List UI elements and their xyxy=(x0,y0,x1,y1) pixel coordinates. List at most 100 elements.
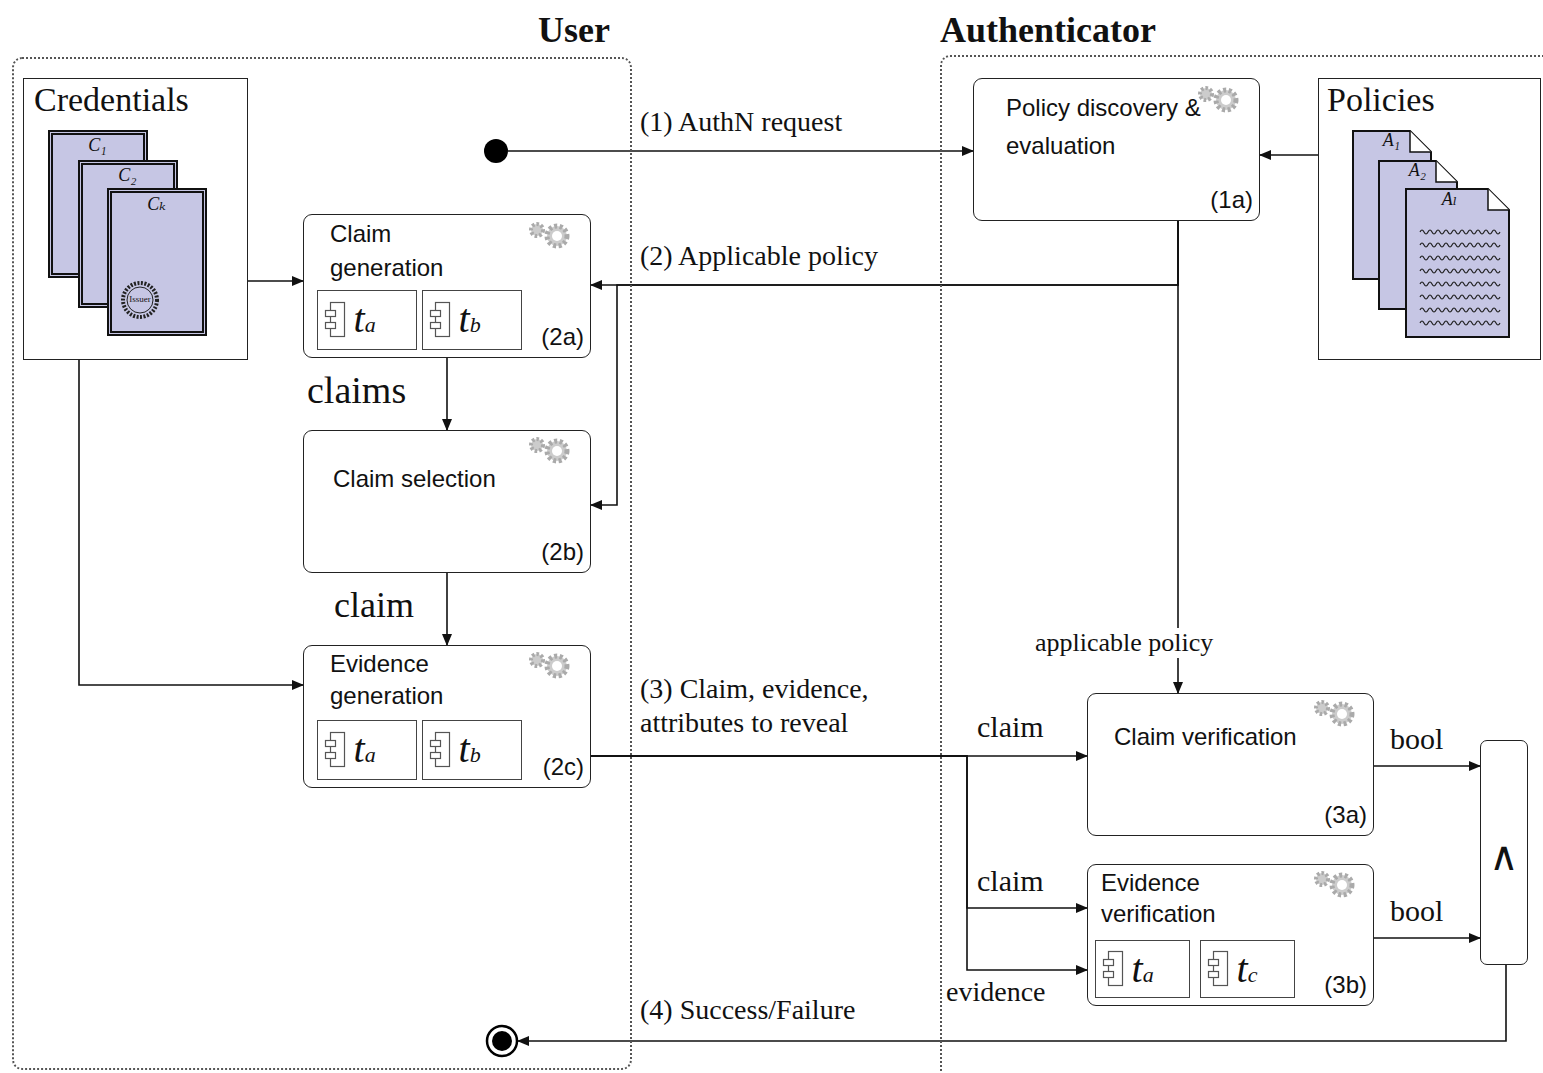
document-outline xyxy=(1406,189,1509,337)
node-label: Authenticator xyxy=(940,9,1156,51)
gear-hub xyxy=(1221,95,1231,105)
gear-small xyxy=(1316,873,1328,885)
component-box: ta xyxy=(317,720,417,780)
node-label: Policies xyxy=(1327,81,1435,119)
node-label: A₂ xyxy=(1378,160,1458,181)
edge-label: claim xyxy=(334,584,414,626)
node-label: Aₗ xyxy=(1405,188,1495,210)
component-port xyxy=(431,311,441,317)
document-line xyxy=(1420,243,1500,247)
node-label: User xyxy=(538,9,610,51)
gear-hub xyxy=(552,446,562,456)
node-label: A₁ xyxy=(1352,130,1432,151)
component-body xyxy=(1109,952,1123,986)
component-port xyxy=(326,741,336,747)
gear-large xyxy=(547,441,567,461)
node-label: Claim generation xyxy=(330,217,505,284)
node-label: C₂ xyxy=(83,165,173,186)
connector-arrow xyxy=(591,756,1087,970)
connector-arrow xyxy=(508,150,973,152)
component-body xyxy=(1214,952,1228,986)
component-port xyxy=(431,323,441,329)
connector-arrow xyxy=(1177,221,1179,693)
edge-label: applicable policy xyxy=(1032,628,1216,658)
node-label: Evidence generation xyxy=(330,648,530,713)
edge-label: claim xyxy=(977,864,1044,898)
issuer-seal xyxy=(123,283,157,317)
document-line xyxy=(1420,321,1500,325)
edge-label: claims xyxy=(307,368,406,412)
node-label: Claim selection xyxy=(333,459,498,500)
connector-arrow xyxy=(1374,937,1480,939)
flow-label: claim xyxy=(977,710,1044,744)
component-port xyxy=(326,323,336,329)
seal-text: Issuer xyxy=(120,294,160,304)
authenticator-region: AuthenticatorPolicy discovery & evaluati… xyxy=(940,55,1543,1073)
edge-label: (4) Success/Failure xyxy=(640,994,855,1026)
gear-large xyxy=(547,656,567,676)
component-port xyxy=(326,753,336,759)
credential-card: Cₖ xyxy=(107,188,207,336)
step-number: (2c) xyxy=(543,753,584,781)
node-label: Cₖ xyxy=(112,193,202,215)
connector-arrow xyxy=(591,221,1178,505)
process-box: Evidence verification(3b)tatc xyxy=(1087,864,1374,1006)
component-body xyxy=(436,733,450,767)
component-body xyxy=(436,303,450,337)
component-icon xyxy=(1209,952,1228,986)
process-box: Claim selection (2b) xyxy=(303,430,591,573)
gear-small xyxy=(1316,702,1328,714)
process-box: Policy discovery & evaluation(1a) xyxy=(973,78,1260,221)
document-line xyxy=(1420,256,1500,260)
component-box: tb xyxy=(422,290,522,350)
node-label: Policy discovery & evaluation xyxy=(1006,89,1234,166)
gear-hub xyxy=(1337,709,1347,719)
process-box: Claim verification(3a) xyxy=(1087,693,1374,836)
gear-small xyxy=(1200,88,1212,100)
document-line xyxy=(1420,308,1500,312)
gear-icon xyxy=(531,439,567,461)
gear-icon xyxy=(1316,873,1352,895)
policy-document: Aₗ xyxy=(1405,188,1510,338)
document-lines xyxy=(1420,230,1500,325)
gear-hub xyxy=(552,661,562,671)
step-number: (2b) xyxy=(541,538,584,566)
node-label: tb xyxy=(459,729,481,769)
document-shape xyxy=(1405,188,1510,338)
gear-hub xyxy=(1337,880,1347,890)
component-box: ta xyxy=(317,290,417,350)
node-label: C₁ xyxy=(53,135,143,156)
connector-arrow xyxy=(79,360,303,685)
node-label: tc xyxy=(1237,949,1258,989)
document-line xyxy=(1420,295,1500,299)
gear-large xyxy=(1332,875,1352,895)
gear-icon xyxy=(1316,702,1352,724)
edge-label: (3) Claim, evidence, attributes to revea… xyxy=(640,672,940,739)
node-label: tb xyxy=(459,299,481,339)
gear-icon xyxy=(531,224,567,246)
component-icon xyxy=(326,303,345,337)
component-port xyxy=(1104,972,1114,978)
node-label: Claim verification xyxy=(1114,718,1299,756)
gear-small xyxy=(531,224,543,236)
gear-small xyxy=(531,654,543,666)
issuer-seal-ring xyxy=(127,287,153,313)
component-port xyxy=(326,311,336,317)
component-port xyxy=(431,753,441,759)
gear-icon xyxy=(531,654,567,676)
node-label: Credentials xyxy=(34,81,189,119)
edge-label: evidence xyxy=(946,976,1046,1008)
component-port xyxy=(431,741,441,747)
node-label: ∧ xyxy=(1481,833,1527,879)
connector-arrow xyxy=(591,756,1087,908)
component-icon xyxy=(431,733,450,767)
gear-hub xyxy=(552,231,562,241)
start-dot xyxy=(484,139,508,163)
gear-small xyxy=(531,439,543,451)
edge-label: bool xyxy=(1390,894,1443,928)
connector-arrow xyxy=(446,573,448,645)
step-number: (3b) xyxy=(1324,971,1367,999)
component-box: tc xyxy=(1200,940,1295,998)
